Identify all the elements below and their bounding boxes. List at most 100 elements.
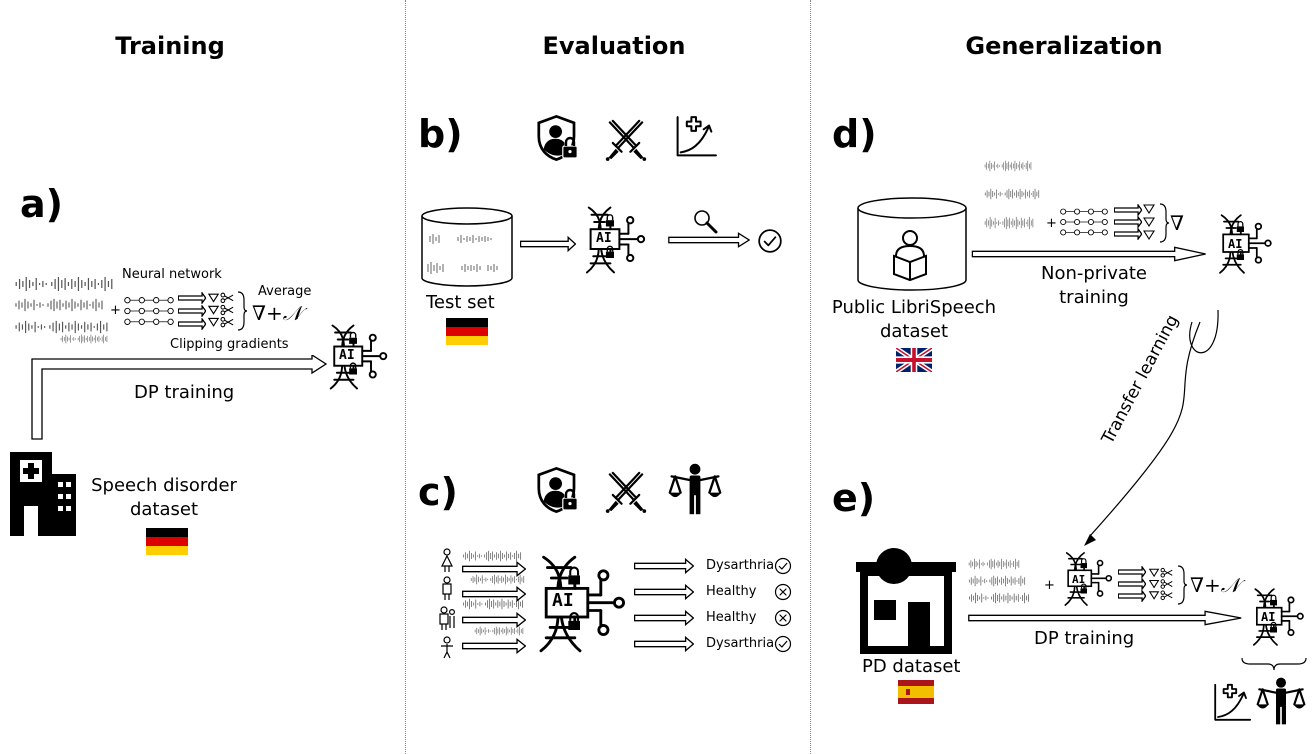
- brace-icon: [1177, 565, 1188, 605]
- plus-sign: +: [110, 303, 121, 318]
- panel-b-letter: b): [418, 112, 463, 156]
- output-label: Healthy: [706, 584, 757, 599]
- dp-training-arrow: [966, 610, 1244, 626]
- germany-flag: [146, 528, 188, 555]
- arrow-icon: [634, 584, 694, 600]
- arrow-icon: [1114, 204, 1142, 216]
- panel-b-test-set-label: Test set: [426, 292, 495, 313]
- ai-label: AI: [596, 231, 612, 246]
- person-scales-icon: [668, 462, 722, 516]
- transfer-learning-arrow: [1084, 309, 1219, 546]
- panel-a-dp-training-label: DP training: [134, 382, 235, 403]
- ai-model-icon: [329, 324, 388, 390]
- arrow-icon: [462, 612, 526, 628]
- ai-model-icon: [586, 206, 646, 274]
- plus-sign: +: [1046, 216, 1057, 231]
- column-title-training: Training: [115, 32, 225, 60]
- panel-a-neural-network-label: Neural network: [122, 267, 222, 282]
- person-scales-icon: [1256, 676, 1306, 726]
- arrow-icon: [462, 561, 526, 577]
- arrow-icon: [634, 610, 694, 626]
- output-label: Healthy: [706, 610, 757, 625]
- brace-icon: [237, 291, 248, 331]
- brace-icon: [1159, 203, 1170, 243]
- waveform-icon: [15, 276, 113, 292]
- gradient-clipping-icon: [1149, 567, 1173, 601]
- arrow-icon: [1114, 228, 1142, 240]
- arrow-icon: [634, 558, 694, 574]
- panel-e-dp-training-label: DP training: [1034, 628, 1135, 649]
- panel-a-clipping-label: Clipping gradients: [170, 337, 289, 352]
- waveform-icon: [15, 320, 108, 334]
- waveform-icon: [15, 298, 103, 312]
- ai-model-icon: [1219, 214, 1272, 274]
- output-label: Dysarthria: [706, 558, 775, 573]
- panel-d-training-label: Non-private training: [1040, 263, 1148, 308]
- crossed-swords-icon: [604, 471, 648, 514]
- output-label: Dysarthria: [706, 636, 775, 651]
- check-circle-icon: [774, 635, 792, 653]
- magnifier-icon: [694, 210, 718, 234]
- plus-sign: +: [1044, 578, 1055, 593]
- panel-e-dataset-label: PD dataset: [862, 656, 961, 677]
- arrow-icon: [1118, 590, 1146, 602]
- person-reading-icon: [893, 230, 927, 282]
- ai-model-icon: [539, 555, 625, 653]
- column-title-generalization: Generalization: [965, 32, 1163, 60]
- shield-user-lock-icon: [537, 115, 579, 161]
- arrow-icon: [462, 586, 526, 602]
- waveform-icon: [984, 160, 1032, 172]
- arrow-icon: [178, 292, 206, 304]
- database-cylinder-icon: [857, 197, 967, 291]
- divider-right: [810, 0, 811, 754]
- column-title-evaluation: Evaluation: [542, 32, 686, 60]
- cross-circle-icon: [774, 583, 792, 601]
- panel-a-average-label: Average: [258, 284, 312, 299]
- divider-left: [405, 0, 406, 754]
- panel-d-dataset-label: Public LibriSpeech dataset: [831, 297, 997, 342]
- waveform-icon: [968, 592, 1030, 604]
- panel-a-formula: ∇+𝒩: [252, 301, 302, 325]
- spain-flag: [898, 680, 934, 704]
- arrow-icon: [178, 318, 206, 330]
- panel-e-letter: e): [832, 476, 876, 520]
- waveform-icon: [968, 575, 1026, 587]
- waveform-icon: [984, 188, 1040, 200]
- people-group-icon: [439, 548, 456, 659]
- waveform-icon: [968, 558, 1020, 570]
- gradient-clipping-icon: [208, 292, 234, 328]
- check-circle-icon: [774, 557, 792, 575]
- arrow-icon: [1118, 578, 1146, 590]
- arrow-icon: [462, 638, 526, 654]
- panel-d-formula: ∇: [1170, 211, 1184, 235]
- database-cylinder-icon: [421, 207, 513, 287]
- arrow-icon: [178, 305, 206, 317]
- arrow-icon: [1118, 566, 1146, 578]
- clinic-building-icon: [856, 548, 956, 654]
- neural-network-icon: [1060, 208, 1108, 236]
- arrow-icon: [1114, 216, 1142, 228]
- check-circle-icon: [758, 229, 782, 253]
- panel-e-formula: ∇+𝒩: [1190, 573, 1240, 597]
- ai-model-icon: [1252, 588, 1304, 646]
- dp-training-arrow: [31, 355, 328, 440]
- crossed-swords-icon: [604, 119, 648, 162]
- waveform-icon: [60, 334, 108, 344]
- arrow-icon: [520, 236, 576, 252]
- neural-network-icon: [124, 297, 174, 325]
- ai-model-icon: [1064, 552, 1113, 606]
- ai-label: AI: [339, 348, 355, 363]
- gradient-icon: [1143, 204, 1155, 241]
- cross-circle-icon: [774, 609, 792, 627]
- arrow-icon: [668, 232, 750, 248]
- panel-d-letter: d): [832, 112, 877, 156]
- uk-flag: [896, 348, 932, 372]
- non-private-training-arrow: [970, 246, 1208, 262]
- panel-a-letter: a): [20, 182, 64, 226]
- ai-label: AI: [552, 590, 574, 611]
- arrow-icon: [634, 636, 694, 652]
- hospital-building-icon: [10, 452, 76, 536]
- ai-label: AI: [1228, 237, 1243, 251]
- waveform-icon: [984, 216, 1034, 230]
- panel-c-letter: c): [418, 470, 458, 514]
